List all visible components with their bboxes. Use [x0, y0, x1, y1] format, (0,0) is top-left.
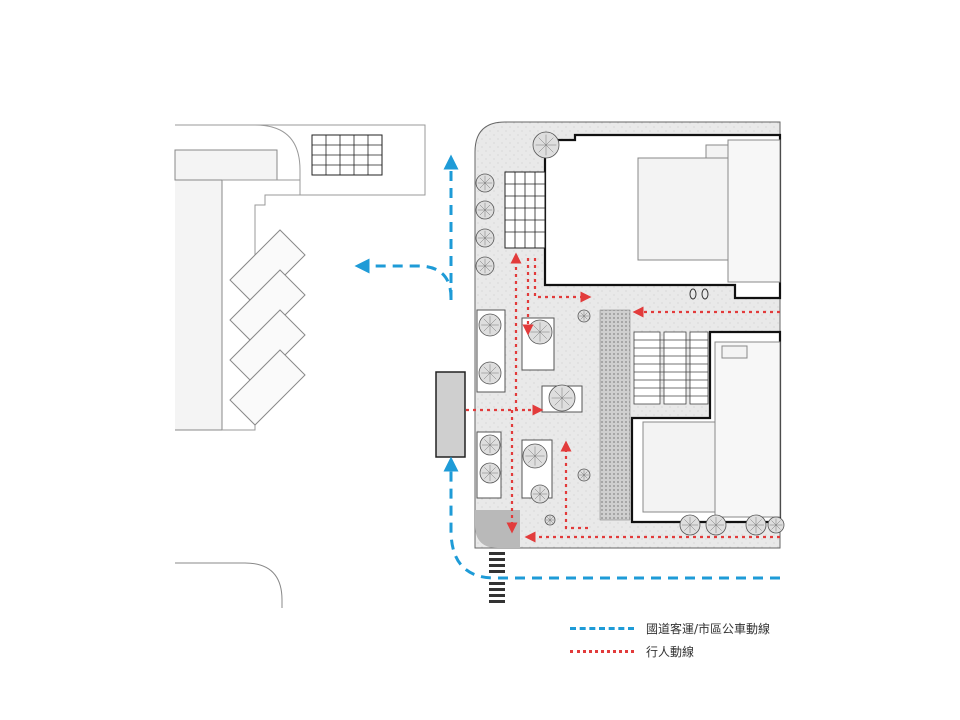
legend-pedestrian-label: 行人動線: [646, 644, 695, 659]
tree-branch-line: [479, 260, 491, 272]
pedestrian-route-lines: [466, 252, 780, 543]
tree-branch-line: [710, 519, 722, 531]
left-building-block: [174, 124, 426, 608]
tactile-paving-strip: [599, 309, 631, 521]
tree-branch-line: [533, 325, 547, 339]
bus-route-west-turn: [354, 258, 453, 299]
diagonal-canopies: [229, 229, 306, 426]
tree-branch-line: [534, 488, 546, 500]
tree-branch-line: [479, 204, 491, 216]
legend-bus-swatch: [570, 626, 634, 630]
ped-loop-up: [560, 440, 588, 530]
tree-branch-line: [483, 366, 497, 380]
tree-branch-line: [479, 232, 491, 244]
tree-branch-line: [484, 467, 496, 479]
tree-branch-line: [580, 312, 588, 320]
tree-group: [475, 131, 785, 536]
tree-branch-line: [750, 519, 762, 531]
entrance-stairs: [633, 331, 709, 405]
plaza-crosswalk: [504, 171, 546, 249]
tree-branch-line: [554, 390, 570, 406]
ped-to-upper-exit: [533, 258, 592, 303]
tree-branch-line: [546, 516, 554, 524]
tree-branch-line: [771, 520, 781, 530]
bus-route-lines: [354, 154, 780, 580]
legend-bus-row: 國道客運/市區公車動線: [570, 618, 770, 638]
tree-branch-line: [538, 137, 554, 153]
tree-branch-line: [479, 177, 491, 189]
legend-pedestrian-swatch: [570, 649, 634, 653]
roof-skylight-grid: [311, 134, 383, 176]
tree-branch-line: [528, 449, 542, 463]
road-crosswalk: [489, 552, 505, 603]
tree-branch-line: [483, 318, 497, 332]
legend-pedestrian-row: 行人動線: [570, 641, 694, 661]
tree-branch-line: [684, 519, 696, 531]
upper-building: [543, 133, 782, 300]
tree-branch-line: [484, 439, 496, 451]
tree-branch-line: [580, 471, 588, 479]
lower-building: [630, 330, 782, 524]
bus-shelter: [435, 371, 466, 458]
legend-bus-label: 國道客運/市區公車動線: [646, 621, 771, 636]
